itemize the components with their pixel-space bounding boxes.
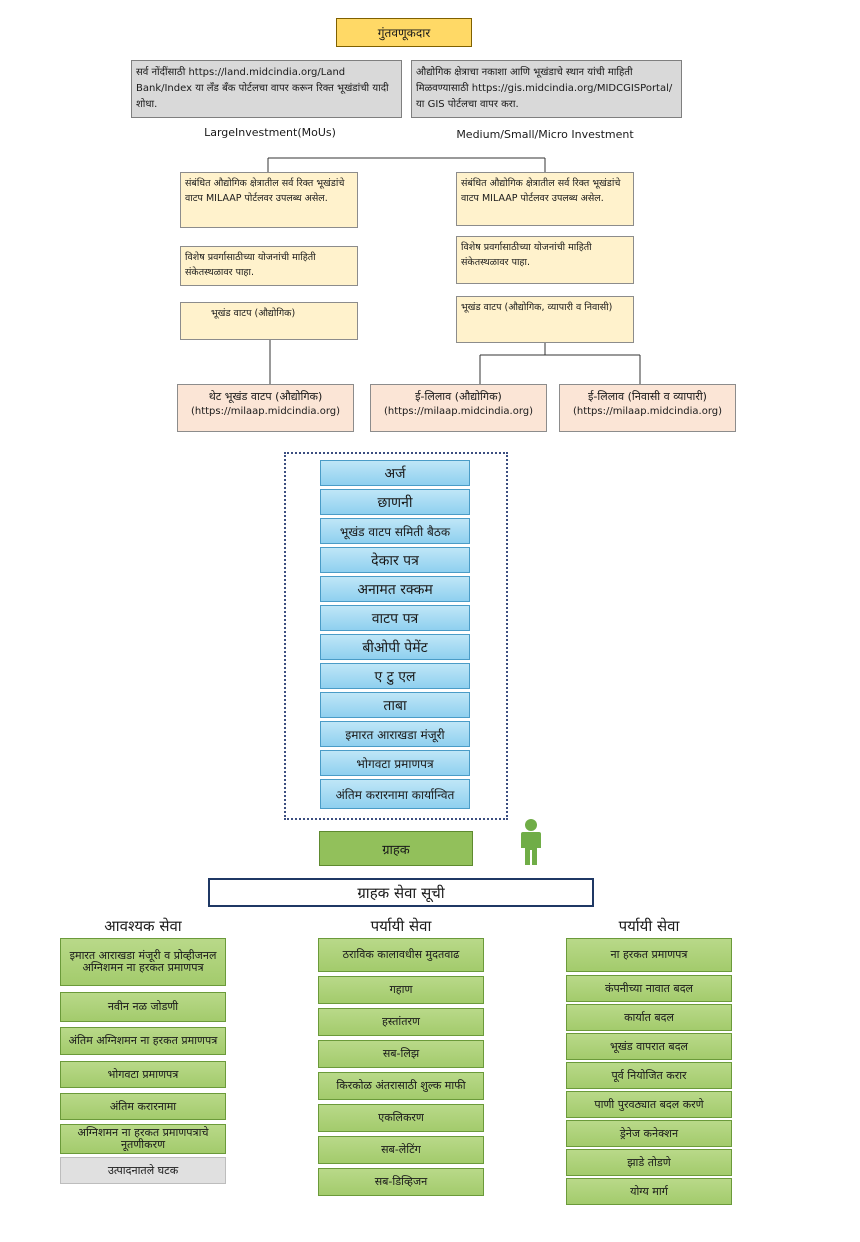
service-item: हस्तांतरण <box>318 1008 484 1036</box>
person-icon <box>518 818 544 866</box>
service-list-title: ग्राहक सेवा सूची <box>208 878 594 907</box>
service-item: ठराविक कालावधीस मुदतवाढ <box>318 938 484 972</box>
service-item: उत्पादनातले घटक <box>60 1157 226 1184</box>
step-deposit: अनामत रक्कम <box>320 576 470 602</box>
step-application: अर्ज <box>320 460 470 486</box>
service-item: गहाण <box>318 976 484 1004</box>
service-item: अग्निशमन ना हरकत प्रमाणपत्राचे नूतणीकरण <box>60 1124 226 1154</box>
service-item: योग्य मार्ग <box>566 1178 732 1205</box>
medium-investment-label: Medium/Small/Micro Investment <box>456 128 634 141</box>
optional-services-header-2: पर्यायी सेवा <box>618 917 680 935</box>
service-item: इमारत आराखडा मंजूरी व प्रोव्हीजनल अग्निश… <box>60 938 226 986</box>
direct-allotment-box: थेट भूखंड वाटप (औद्योगिक) (https://milaa… <box>177 384 354 432</box>
left-availability-box: संबंधित औद्योगिक क्षेत्रातील सर्व रिक्त … <box>180 172 358 228</box>
service-item: सब-लिझ <box>318 1040 484 1068</box>
left-allotment-box: भूखंड वाटप (औद्योगिक) <box>180 302 358 340</box>
e-auction-industrial-title: ई-लिलाव (औद्योगिक) <box>415 390 502 403</box>
service-item: नवीन नळ जोडणी <box>60 992 226 1022</box>
step-final-agreement: अंतिम करारनामा कार्यान्वित <box>320 779 470 809</box>
e-auction-residential-title: ई-लिलाव (निवासी व व्यापारी) <box>588 390 707 403</box>
service-item: अंतिम अग्निशमन ना हरकत प्रमाणपत्र <box>60 1027 226 1055</box>
customer-box: ग्राहक <box>319 831 473 866</box>
step-committee-meeting: भूखंड वाटप समिती बैठक <box>320 518 470 544</box>
step-scrutiny: छाणनी <box>320 489 470 515</box>
right-special-category-box: विशेष प्रवर्गासाठीच्या योजनांची माहिती स… <box>456 236 634 284</box>
service-item: भूखंड वापरात बदल <box>566 1033 732 1060</box>
service-item: कार्यात बदल <box>566 1004 732 1031</box>
service-item: पूर्व नियोजित करार <box>566 1062 732 1089</box>
step-possession: ताबा <box>320 692 470 718</box>
left-special-category-box: विशेष प्रवर्गासाठीच्या योजनांची माहिती स… <box>180 246 358 286</box>
e-auction-residential-url: (https://milaap.midcindia.org) <box>572 406 723 417</box>
step-a-to-l: ए टु एल <box>320 663 470 689</box>
land-bank-info-box: सर्व नोंदींसाठी https://land.midcindia.o… <box>131 60 402 118</box>
e-auction-residential-box: ई-लिलाव (निवासी व व्यापारी) (https://mil… <box>559 384 736 432</box>
essential-services-header: आवश्यक सेवा <box>104 917 182 935</box>
optional-services-header-1: पर्यायी सेवा <box>370 917 432 935</box>
step-building-plan-approval: इमारत आराखडा मंजूरी <box>320 721 470 747</box>
service-item: सब-डिव्हिजन <box>318 1168 484 1196</box>
right-allotment-box: भूखंड वाटप (औद्योगिक, व्यापारी व निवासी) <box>456 296 634 343</box>
process-steps-frame <box>284 452 508 820</box>
service-item: भोगवटा प्रमाणपत्र <box>60 1061 226 1088</box>
step-offer-letter: देकार पत्र <box>320 547 470 573</box>
right-availability-box: संबंधित औद्योगिक क्षेत्रातील सर्व रिक्त … <box>456 172 634 226</box>
service-item: पाणी पुरवठ्यात बदल करणे <box>566 1091 732 1118</box>
gis-portal-info-box: औद्योगिक क्षेत्राचा नकाशा आणि भूखंडाचे स… <box>411 60 682 118</box>
direct-allotment-title: थेट भूखंड वाटप (औद्योगिक) <box>208 390 323 403</box>
step-allotment-letter: वाटप पत्र <box>320 605 470 631</box>
service-item: अंतिम करारनामा <box>60 1093 226 1120</box>
service-item: किरकोळ अंतरासाठी शुल्क माफी <box>318 1072 484 1100</box>
e-auction-industrial-url: (https://milaap.midcindia.org) <box>383 406 534 417</box>
large-investment-label: LargeInvestment(MoUs) <box>204 126 336 139</box>
service-item: ना हरकत प्रमाणपत्र <box>566 938 732 972</box>
service-item: ड्रेनेज कनेक्शन <box>566 1120 732 1147</box>
investor-box: गुंतवणूकदार <box>336 18 472 47</box>
step-bop-payment: बीओपी पेमेंट <box>320 634 470 660</box>
service-item: कंपनीच्या नावात बदल <box>566 975 732 1002</box>
service-item: सब-लेटिंग <box>318 1136 484 1164</box>
step-occupancy-certificate: भोगवटा प्रमाणपत्र <box>320 750 470 776</box>
direct-allotment-url: (https://milaap.midcindia.org) <box>190 406 341 417</box>
service-item: एकलिकरण <box>318 1104 484 1132</box>
service-item: झाडे तोडणे <box>566 1149 732 1176</box>
e-auction-industrial-box: ई-लिलाव (औद्योगिक) (https://milaap.midci… <box>370 384 547 432</box>
